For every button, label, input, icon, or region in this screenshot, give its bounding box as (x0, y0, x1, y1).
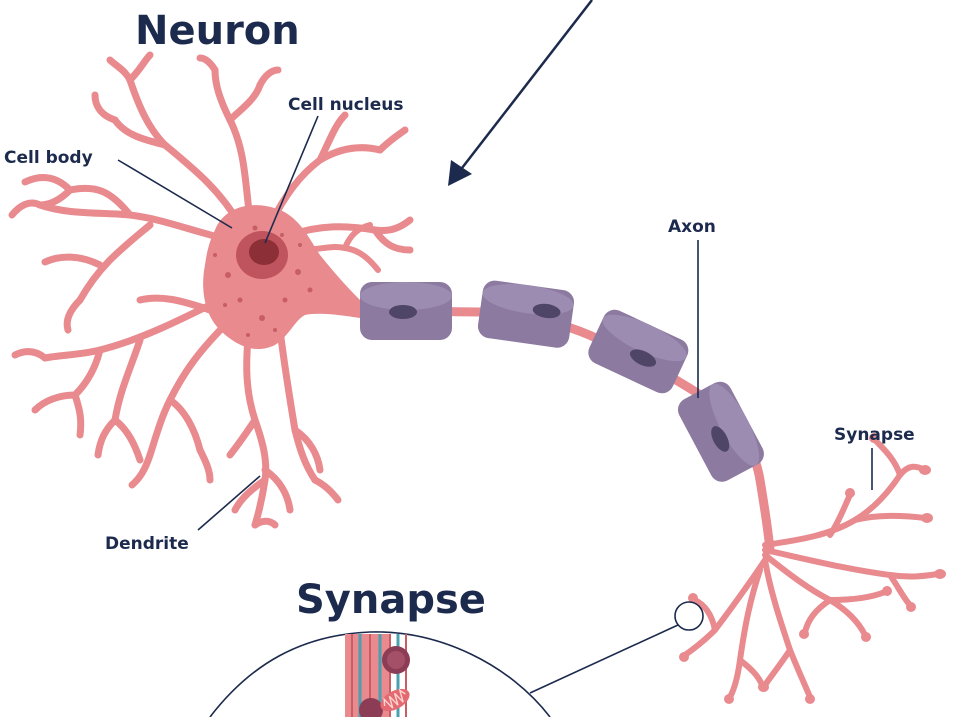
cell-nucleus (236, 231, 288, 279)
label-synapse: Synapse (834, 425, 915, 490)
synapse-highlight-circle (675, 602, 703, 630)
axon-label: Axon (668, 217, 716, 237)
myelin-sheath-2 (476, 279, 575, 349)
synapse-label: Synapse (834, 425, 915, 445)
synapse-closeup (345, 634, 413, 717)
label-dendrite: Dendrite (105, 476, 260, 554)
neuron-title: Neuron (135, 8, 300, 54)
cell-nucleus-label: Cell nucleus (288, 95, 403, 115)
dendrite-label: Dendrite (105, 534, 189, 554)
myelin-sheaths (360, 279, 768, 486)
synapse-title: Synapse (296, 577, 486, 623)
pointer-arrow (448, 0, 592, 186)
myelin-sheath-1 (360, 282, 452, 340)
cell-body-label: Cell body (4, 148, 93, 168)
